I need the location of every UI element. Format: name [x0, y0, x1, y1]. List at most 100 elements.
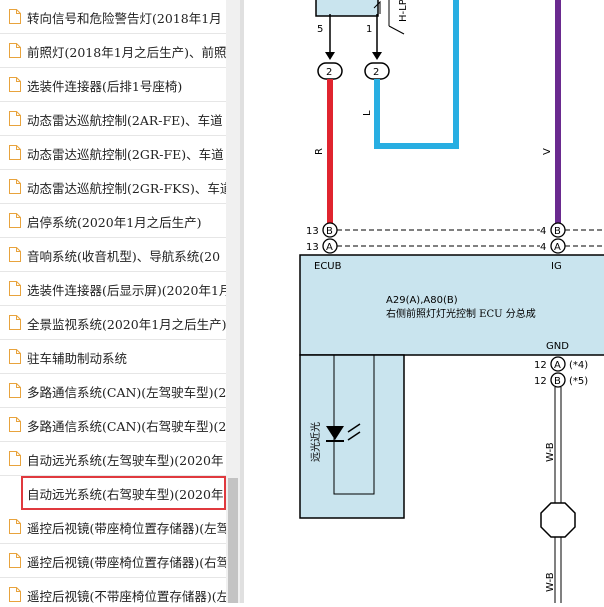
- document-list-item[interactable]: 多路通信系统(CAN)(左驾驶车型)(2: [0, 374, 226, 408]
- document-list-item-label: 启停系统(2020年1月之后生产): [27, 215, 202, 230]
- document-icon: [9, 587, 21, 602]
- ig-terminal-label: IG: [551, 261, 562, 272]
- document-list-item-label: 动态雷达巡航控制(2GR-FE)、车道: [27, 147, 224, 162]
- connector-b-gnd: [550, 372, 566, 388]
- pin-4-b-label: 4: [540, 226, 546, 237]
- document-list-item-label: 全景监视系统(2020年1月之后生产): [27, 317, 226, 332]
- document-list-item[interactable]: 选装件连接器(后显示屏)(2020年1月: [0, 272, 226, 306]
- document-list-item-label: 自动远光系统(左驾驶车型)(2020年: [27, 453, 224, 468]
- gnd-terminal-label: GND: [546, 341, 569, 352]
- wire-r-label: R: [314, 148, 325, 155]
- document-list-item-label: 选装件连接器(后显示屏)(2020年1月: [27, 283, 226, 298]
- wire-v-label: V: [542, 148, 553, 155]
- document-icon: [9, 417, 21, 432]
- connector-b-ig-letter: B: [554, 226, 561, 237]
- top-connector-label: H-LP: [398, 0, 409, 22]
- document-list-item[interactable]: 动态雷达巡航控制(2GR-FE)、车道: [0, 136, 226, 170]
- document-icon: [9, 519, 21, 534]
- document-tree-panel: 转向信号和危险警告灯(2018年1月前照灯(2018年1月之后生产)、前照选装件…: [0, 0, 241, 603]
- led-ray-1: [347, 423, 361, 433]
- splice-point-icon: [540, 502, 576, 538]
- junction-2a-label: 2: [326, 67, 332, 78]
- document-list-item[interactable]: 选装件连接器(后排1号座椅): [0, 68, 226, 102]
- document-icon: [9, 9, 21, 24]
- sidebar-scrollbar[interactable]: [226, 0, 240, 603]
- document-list-item[interactable]: 遥控后视镜(带座椅位置存储器)(左驾: [0, 510, 226, 544]
- led-module-inner: [333, 354, 375, 495]
- connector-b-ecub-letter: B: [326, 226, 333, 237]
- document-list-item-label: 驻车辅助制动系统: [27, 351, 128, 366]
- document-list-item[interactable]: 多路通信系统(CAN)(右驾驶车型)(2: [0, 408, 226, 442]
- connector-a-gnd-letter: A: [554, 360, 561, 371]
- document-icon: [9, 213, 21, 228]
- document-list-item-label: 前照灯(2018年1月之后生产)、前照: [27, 45, 226, 60]
- document-list-item-label: 选装件连接器(后排1号座椅): [27, 79, 183, 94]
- wire-l-label: L: [362, 110, 373, 116]
- document-icon: [9, 247, 21, 262]
- document-icon: [9, 315, 21, 330]
- document-list-item-label: 动态雷达巡航控制(2AR-FE)、车道: [27, 113, 223, 128]
- document-list-item[interactable]: 遥控后视镜(不带座椅位置存储器)(左: [0, 578, 226, 603]
- led-ray-2: [347, 431, 361, 441]
- pin-1-label: 1: [366, 24, 372, 35]
- ecu-box: [299, 254, 604, 356]
- panel-splitter[interactable]: [240, 0, 244, 603]
- document-list-item[interactable]: 驻车辅助制动系统: [0, 340, 226, 374]
- connector-a-ecub-letter: A: [326, 242, 333, 253]
- document-list-item[interactable]: 启停系统(2020年1月之后生产): [0, 204, 226, 238]
- document-icon: [9, 111, 21, 126]
- led-icon: [326, 426, 344, 440]
- wiring-diagram: H-LP 5 1 2 2 R L V 13 B 13 A 4 B 4 A ECU…: [299, 0, 604, 603]
- document-icon: [9, 179, 21, 194]
- document-list-item[interactable]: 转向信号和危险警告灯(2018年1月: [0, 0, 226, 34]
- document-list-item-label: 自动远光系统(右驾驶车型)(2020年: [27, 487, 224, 502]
- ecub-terminal-label: ECUB: [314, 261, 342, 272]
- document-list-item[interactable]: 动态雷达巡航控制(2AR-FE)、车道: [0, 102, 226, 136]
- led-label: 远光近光: [309, 422, 322, 462]
- document-list-item-label: 多路通信系统(CAN)(右驾驶车型)(2: [27, 419, 226, 434]
- pin-4-a-label: 4: [540, 242, 546, 253]
- connector-a-gnd: [550, 356, 566, 372]
- blue-wire: [374, 0, 459, 149]
- junction-2b-label: 2: [373, 67, 379, 78]
- document-list-item[interactable]: 自动远光系统(左驾驶车型)(2020年: [0, 442, 226, 476]
- arrow-pin5-icon: [325, 52, 335, 60]
- document-list-item[interactable]: 自动远光系统(右驾驶车型)(2020年: [21, 476, 226, 510]
- scrollbar-thumb[interactable]: [228, 478, 238, 603]
- ecu-name-label: 右侧前照灯灯光控制 ECU 分总成: [386, 307, 536, 320]
- document-list-item-label: 遥控后视镜(带座椅位置存储器)(右驾: [27, 555, 226, 570]
- pin-12-a-label: 12: [534, 360, 547, 371]
- pin-13-a-label: 13: [306, 242, 319, 253]
- document-list-item[interactable]: 动态雷达巡航控制(2GR-FKS)、车道: [0, 170, 226, 204]
- switch-symbol: [373, 0, 381, 14]
- top-connector-box: [315, 0, 379, 17]
- document-list-item[interactable]: 前照灯(2018年1月之后生产)、前照: [0, 34, 226, 68]
- wire-wb1-label: W-B: [545, 442, 556, 462]
- document-list-item[interactable]: 全景监视系统(2020年1月之后生产): [0, 306, 226, 340]
- ecu-code-label: A29(A),A80(B): [386, 295, 458, 306]
- document-icon: [9, 145, 21, 160]
- connector-b-gnd-letter: B: [554, 376, 561, 387]
- document-icon: [9, 281, 21, 296]
- document-list-item-label: 音响系统(收音机型)、导航系统(20: [27, 249, 221, 264]
- connector-a-ig: [550, 238, 566, 254]
- wire-wb2-label: W-B: [545, 572, 556, 592]
- note-4-label: (*4): [569, 360, 588, 371]
- top-connector-lead: [388, 25, 405, 35]
- pin-5-label: 5: [317, 24, 323, 35]
- document-list-item-label: 转向信号和危险警告灯(2018年1月: [27, 11, 222, 26]
- pin-13-b-label: 13: [306, 226, 319, 237]
- document-list-item-label: 多路通信系统(CAN)(左驾驶车型)(2: [27, 385, 226, 400]
- note-5-label: (*5): [569, 376, 588, 387]
- pin-12-b-label: 12: [534, 376, 547, 387]
- document-icon: [9, 451, 21, 466]
- connector-b-ig: [550, 222, 566, 238]
- document-icon: [9, 43, 21, 58]
- document-list-item[interactable]: 音响系统(收音机型)、导航系统(20: [0, 238, 226, 272]
- document-list-item-label: 遥控后视镜(带座椅位置存储器)(左驾: [27, 521, 226, 536]
- document-list-item-label: 动态雷达巡航控制(2GR-FKS)、车道: [27, 181, 226, 196]
- document-icon: [9, 77, 21, 92]
- arrow-pin1-icon: [372, 52, 382, 60]
- document-list-item[interactable]: 遥控后视镜(带座椅位置存储器)(右驾: [0, 544, 226, 578]
- document-icon: [9, 349, 21, 364]
